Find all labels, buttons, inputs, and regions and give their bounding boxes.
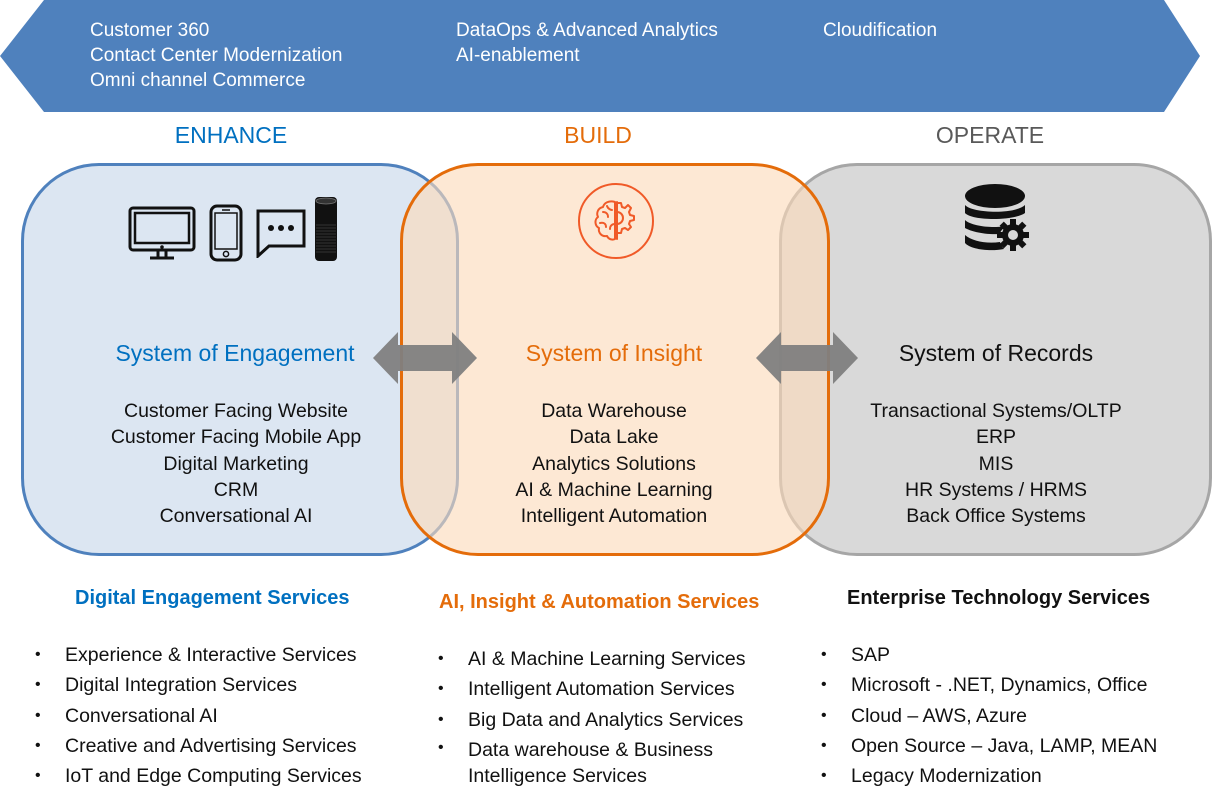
- system-of-records-list: Transactional Systems/OLTP ERP MIS HR Sy…: [836, 398, 1156, 529]
- database-gear-icon: [965, 184, 1029, 251]
- digital-engagement-services-list: Experience & Interactive Services Digita…: [35, 640, 362, 792]
- enterprise-technology-services-list: SAP Microsoft - .NET, Dynamics, Office C…: [821, 640, 1157, 792]
- system-of-engagement-title: System of Engagement: [115, 340, 355, 366]
- system-item: Customer Facing Mobile App: [110, 426, 362, 449]
- chat-bubble-icon: [256, 209, 306, 258]
- ai-insight-automation-services-title: AI, Insight & Automation Services: [439, 591, 760, 613]
- banner-item: Cloudification: [823, 20, 938, 41]
- banner-column-operate: Cloudification: [823, 18, 937, 43]
- service-item: Open Source – Java, LAMP, MEAN: [821, 731, 1157, 762]
- system-item: Digital Marketing: [163, 452, 309, 475]
- system-item: Analytics Solutions: [532, 452, 696, 475]
- system-of-engagement-list: Customer Facing Website Customer Facing …: [76, 398, 396, 529]
- service-item: Creative and Advertising Services: [35, 731, 362, 762]
- double-arrow-engagement-insight-icon: [373, 332, 477, 384]
- system-item: Transactional Systems/OLTP: [870, 400, 1122, 422]
- digital-engagement-services-title: Digital Engagement Services: [75, 587, 350, 609]
- system-item: Back Office Systems: [906, 505, 1086, 528]
- phase-label-build: BUILD: [564, 122, 632, 148]
- banner-item: Omni channel Commerce: [90, 70, 306, 91]
- banner-shape: [0, 0, 1200, 112]
- system-item: Data Lake: [569, 426, 659, 449]
- system-item: HR Systems / HRMS: [904, 478, 1087, 501]
- service-item: Experience & Interactive Services: [35, 640, 362, 671]
- banner-column-build: DataOps & Advanced Analytics AI-enableme…: [456, 18, 718, 68]
- service-item: SAP: [821, 640, 1157, 671]
- system-item: Intelligent Automation: [520, 505, 708, 528]
- system-item: ERP: [975, 426, 1017, 449]
- service-item: Data warehouse & Business Intelligence S…: [438, 735, 758, 789]
- service-item: Big Data and Analytics Services: [438, 705, 758, 736]
- service-item: Legacy Modernization: [821, 761, 1157, 792]
- banner-item: Contact Center Modernization: [90, 45, 343, 66]
- system-item: CRM: [213, 478, 259, 501]
- service-item: Intelligent Automation Services: [438, 674, 758, 705]
- enterprise-technology-services-title: Enterprise Technology Services: [847, 587, 1151, 609]
- system-item: AI & Machine Learning: [515, 478, 713, 501]
- smartphone-icon: [209, 204, 243, 262]
- capabilities-banner: [0, 0, 1200, 112]
- system-item: MIS: [978, 452, 1014, 475]
- service-item: Digital Integration Services: [35, 670, 362, 701]
- banner-item: AI-enablement: [456, 45, 580, 66]
- system-item: Customer Facing Website: [124, 400, 348, 422]
- service-item: Conversational AI: [35, 701, 362, 732]
- system-item: Data Warehouse: [541, 400, 687, 422]
- service-item: IoT and Edge Computing Services: [35, 761, 362, 792]
- phase-label-enhance: ENHANCE: [174, 122, 288, 148]
- ai-insight-automation-services-list: AI & Machine Learning Services Intellige…: [438, 644, 758, 789]
- brain-gear-icon: [578, 183, 654, 259]
- system-of-insight-list: Data Warehouse Data Lake Analytics Solut…: [454, 398, 774, 529]
- system-item: Conversational AI: [159, 505, 313, 528]
- smart-speaker-icon: [315, 197, 337, 261]
- phase-label-operate: OPERATE: [935, 122, 1045, 148]
- banner-column-engage: Customer 360 Contact Center Modernizatio…: [90, 18, 342, 93]
- banner-item: DataOps & Advanced Analytics: [456, 20, 718, 41]
- banner-item: Customer 360: [90, 20, 210, 41]
- system-of-insight-title: System of Insight: [525, 340, 703, 366]
- system-of-records-title: System of Records: [898, 340, 1094, 366]
- double-arrow-insight-records-icon: [756, 332, 858, 384]
- service-item: Cloud – AWS, Azure: [821, 701, 1157, 732]
- desktop-monitor-icon: [128, 206, 196, 260]
- service-item: Microsoft - .NET, Dynamics, Office: [821, 670, 1157, 701]
- service-item: AI & Machine Learning Services: [438, 644, 758, 675]
